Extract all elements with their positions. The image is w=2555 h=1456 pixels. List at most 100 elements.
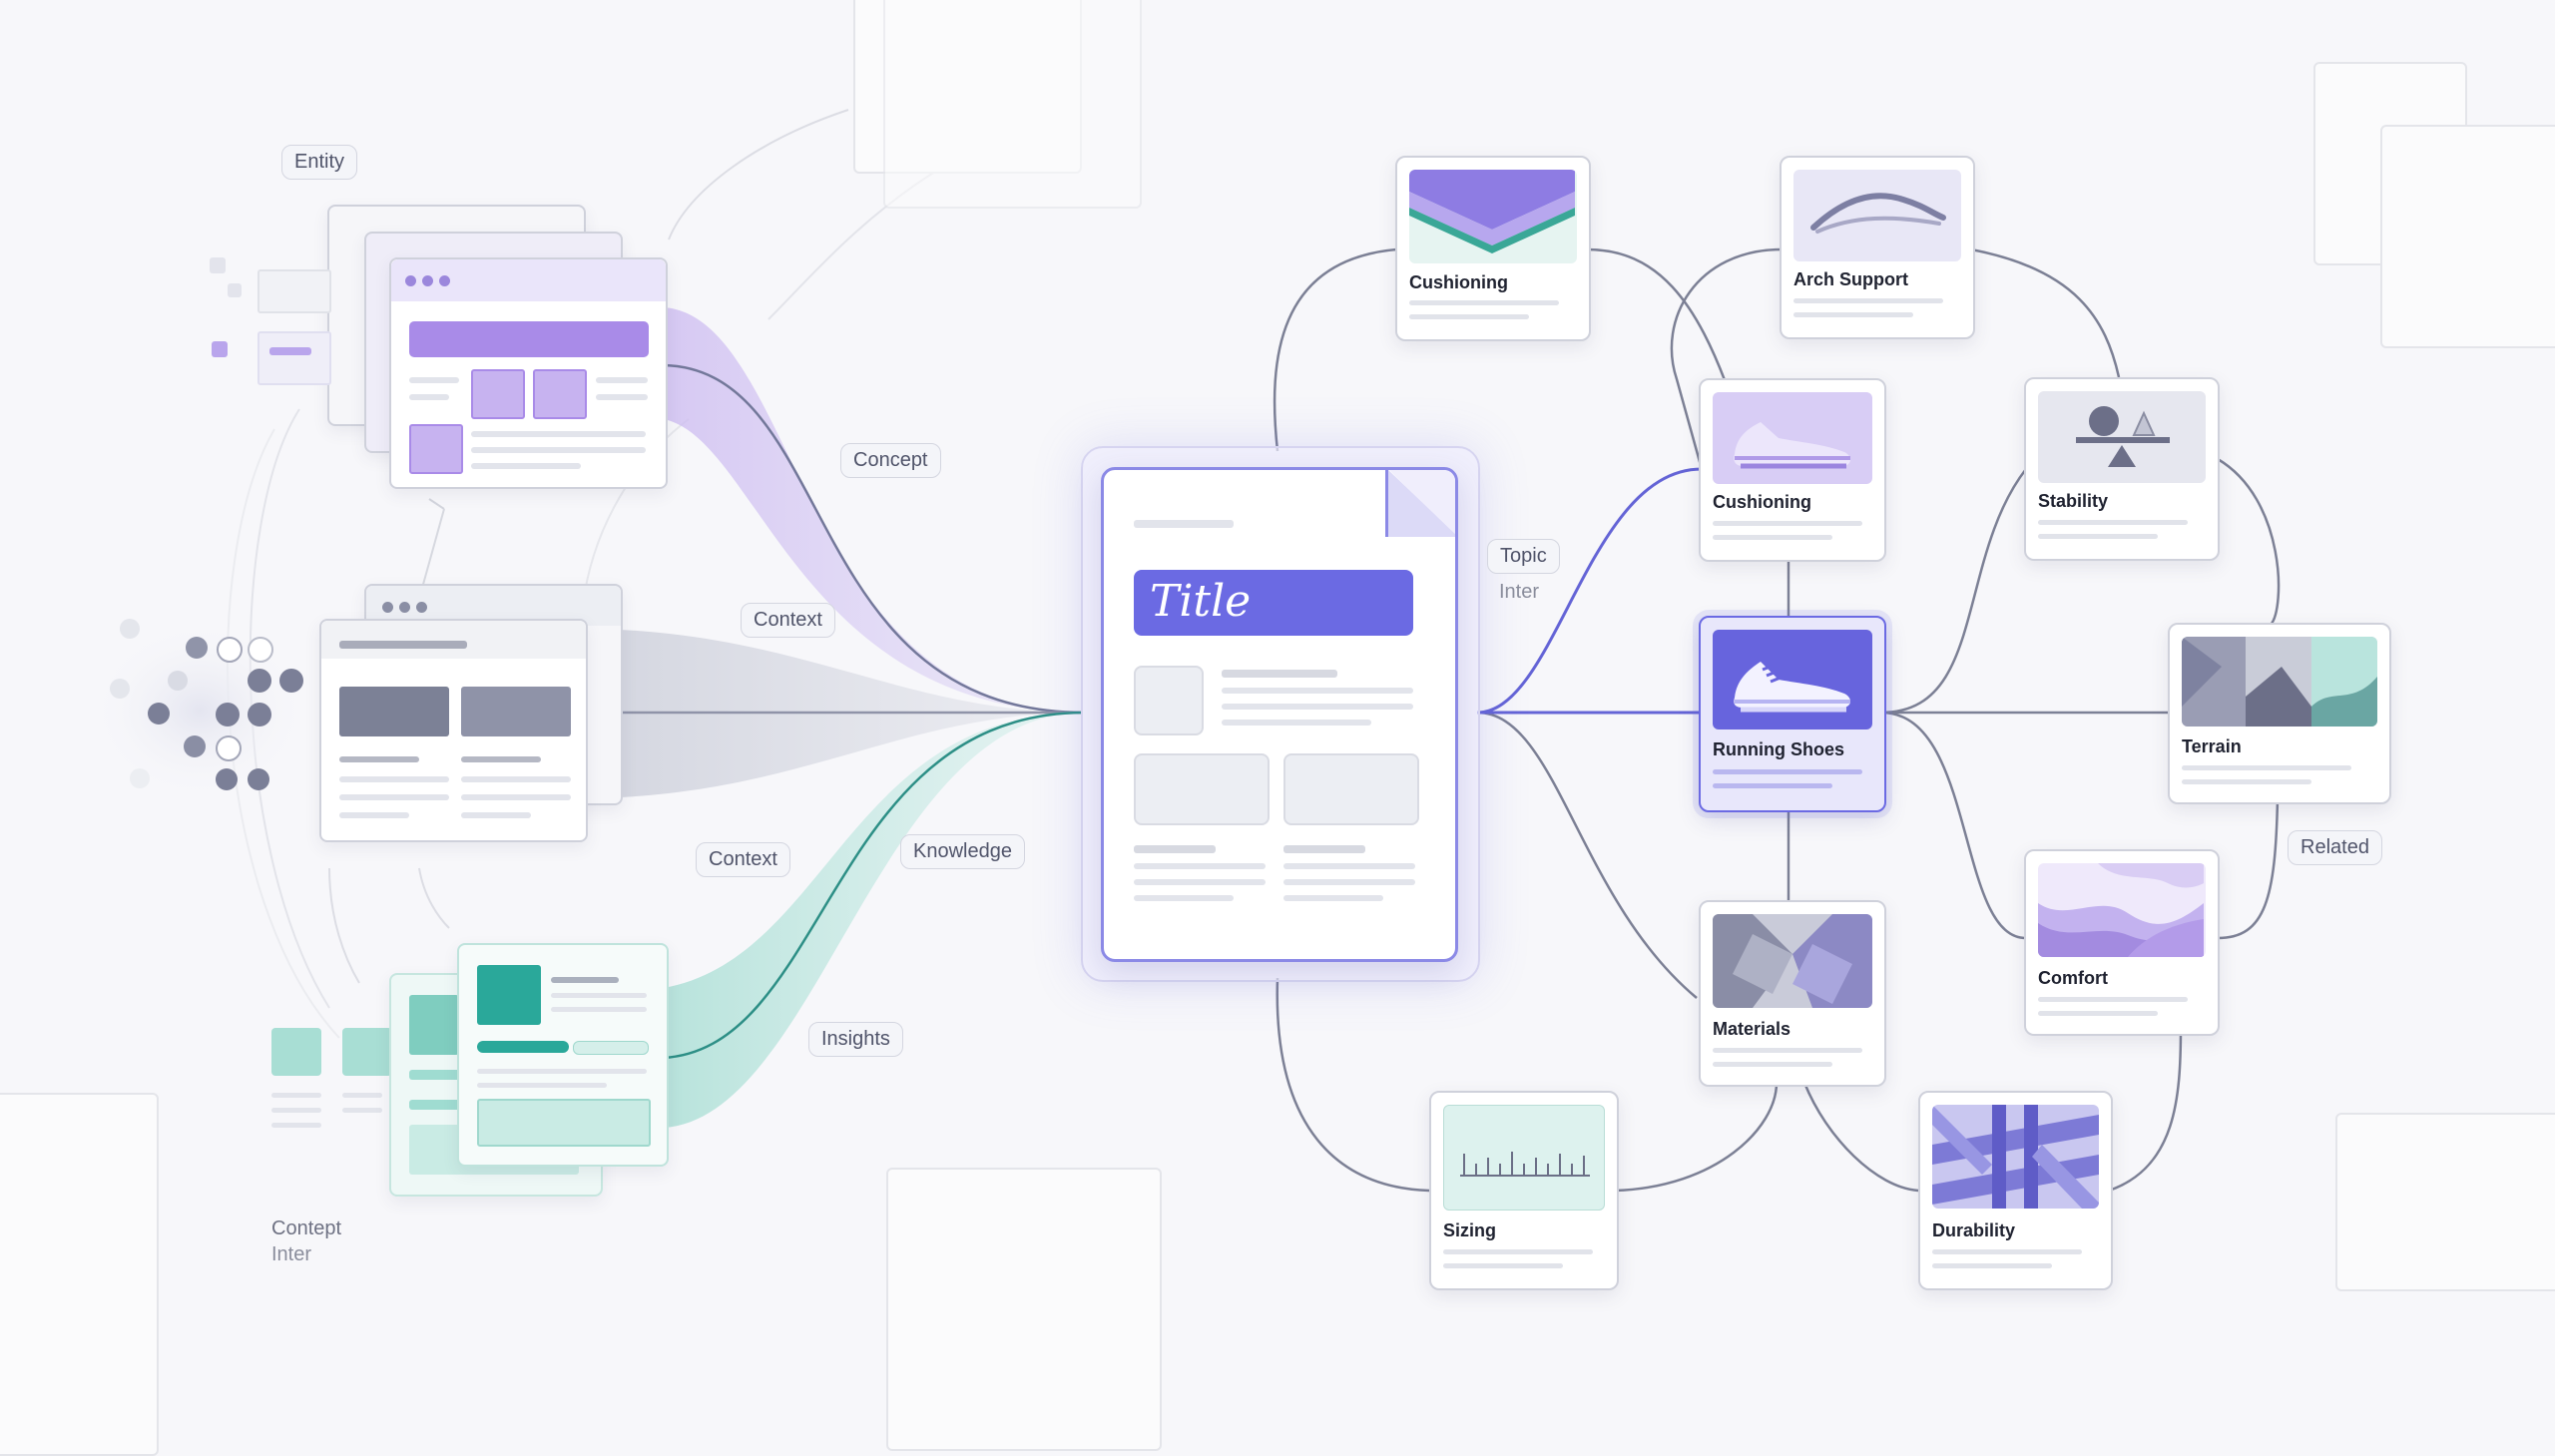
particle-dot — [248, 768, 269, 790]
text-line — [477, 1083, 607, 1088]
window-dot — [416, 602, 427, 613]
side-bar — [269, 347, 311, 355]
text-line — [461, 794, 571, 800]
contept-label: Contept — [271, 1217, 342, 1239]
arch-support-node[interactable]: Arch Support — [1780, 156, 1975, 339]
terrain-node[interactable]: Terrain — [2168, 623, 2391, 804]
node-label: Stability — [2038, 491, 2109, 511]
particle-dot — [216, 735, 242, 761]
text-line — [339, 812, 409, 818]
text-line — [471, 431, 646, 437]
arch-curve-icon — [1793, 170, 1961, 261]
knowledge-label: Knowledge — [900, 834, 1025, 869]
node-label: Cushioning — [1409, 272, 1508, 292]
text-line — [1134, 895, 1234, 901]
text-line — [1409, 314, 1529, 319]
node-label: Materials — [1713, 1019, 1791, 1039]
contept-inter-label: Inter — [271, 1243, 312, 1265]
text-line — [1409, 300, 1559, 305]
header-bar — [409, 321, 649, 357]
window-dot — [399, 602, 410, 613]
materials-fabric-icon — [1713, 914, 1872, 1008]
ruler-icon — [1443, 1105, 1605, 1211]
side-tab — [257, 331, 331, 385]
ghost-window — [2335, 1113, 2555, 1291]
tile — [409, 995, 459, 1055]
text-line — [2182, 765, 2351, 770]
text-line — [2038, 1011, 2158, 1016]
cushioning-mid-node[interactable]: Cushioning — [1699, 378, 1886, 562]
sneaker-icon — [1713, 392, 1872, 484]
particle-dot — [279, 669, 303, 693]
image-placeholder — [1134, 666, 1204, 735]
materials-node[interactable]: Materials — [1699, 900, 1886, 1087]
context-label-top: Context — [741, 603, 835, 638]
particle-dot — [248, 637, 273, 663]
text-line — [1443, 1249, 1593, 1254]
cushioning-top-node[interactable]: Cushioning — [1395, 156, 1591, 341]
particle-dot — [120, 619, 140, 639]
node-label: Terrain — [2182, 736, 2242, 756]
particle-dot — [186, 637, 208, 659]
text-line — [1222, 688, 1413, 694]
ghost-document — [2380, 125, 2555, 348]
text-line — [1134, 845, 1216, 853]
tile — [477, 1099, 651, 1147]
sizing-node[interactable]: Sizing — [1429, 1091, 1619, 1290]
node-label: Running Shoes — [1713, 739, 1844, 759]
related-label: Related — [2288, 830, 2382, 865]
text-line — [596, 394, 648, 400]
particle-dot — [216, 768, 238, 790]
window-dot — [405, 275, 416, 286]
text-line — [1222, 720, 1371, 726]
tile — [461, 687, 571, 736]
terrain-texture-icon — [2182, 637, 2377, 727]
text-line — [1713, 769, 1862, 774]
text-line — [596, 377, 648, 383]
topic-label: Topic — [1487, 539, 1560, 574]
text-line — [342, 1108, 382, 1113]
text-line — [1713, 535, 1832, 540]
ghost-document — [0, 1093, 159, 1456]
text-line — [409, 1070, 469, 1080]
text-line — [339, 641, 467, 649]
node-label: Durability — [1932, 1220, 2016, 1240]
text-line — [271, 1093, 321, 1098]
durability-node[interactable]: Durability — [1918, 1091, 2113, 1290]
comfort-node[interactable]: Comfort — [2024, 849, 2220, 1036]
tile — [471, 369, 525, 419]
text-line — [1134, 520, 1234, 528]
comfort-waves-icon — [2038, 863, 2206, 957]
text-line — [339, 756, 419, 762]
teal-square — [271, 1028, 321, 1076]
text-line — [1222, 670, 1337, 678]
text-line — [1713, 521, 1862, 526]
connector-layer — [90, 109, 2281, 1193]
insights-label: Insights — [808, 1022, 903, 1057]
running-shoes-node[interactable]: Running Shoes — [1699, 616, 1886, 812]
title-document: Title — [1101, 467, 1458, 962]
text-line — [342, 1093, 382, 1098]
text-line — [409, 1100, 469, 1110]
entity-window — [389, 257, 668, 489]
stability-node[interactable]: Stability — [2024, 377, 2220, 561]
particle-dot — [216, 703, 240, 727]
entity-label: Entity — [281, 145, 358, 180]
text-line — [2038, 520, 2188, 525]
text-line — [2038, 997, 2188, 1002]
text-line — [1713, 783, 1832, 788]
text-line — [1283, 863, 1415, 869]
tile — [409, 424, 463, 474]
text-line — [1793, 298, 1943, 303]
node-label: Arch Support — [1793, 269, 1908, 289]
particle-dot — [217, 637, 243, 663]
context-label-bottom: Context — [696, 842, 790, 877]
text-line — [461, 756, 541, 762]
window-dot — [439, 275, 450, 286]
image-placeholder — [1283, 753, 1419, 825]
durability-lattice-icon — [1932, 1105, 2099, 1209]
square-pixel — [210, 257, 226, 273]
text-line — [271, 1123, 321, 1128]
side-tab — [257, 269, 331, 313]
particle-dot — [168, 671, 188, 691]
